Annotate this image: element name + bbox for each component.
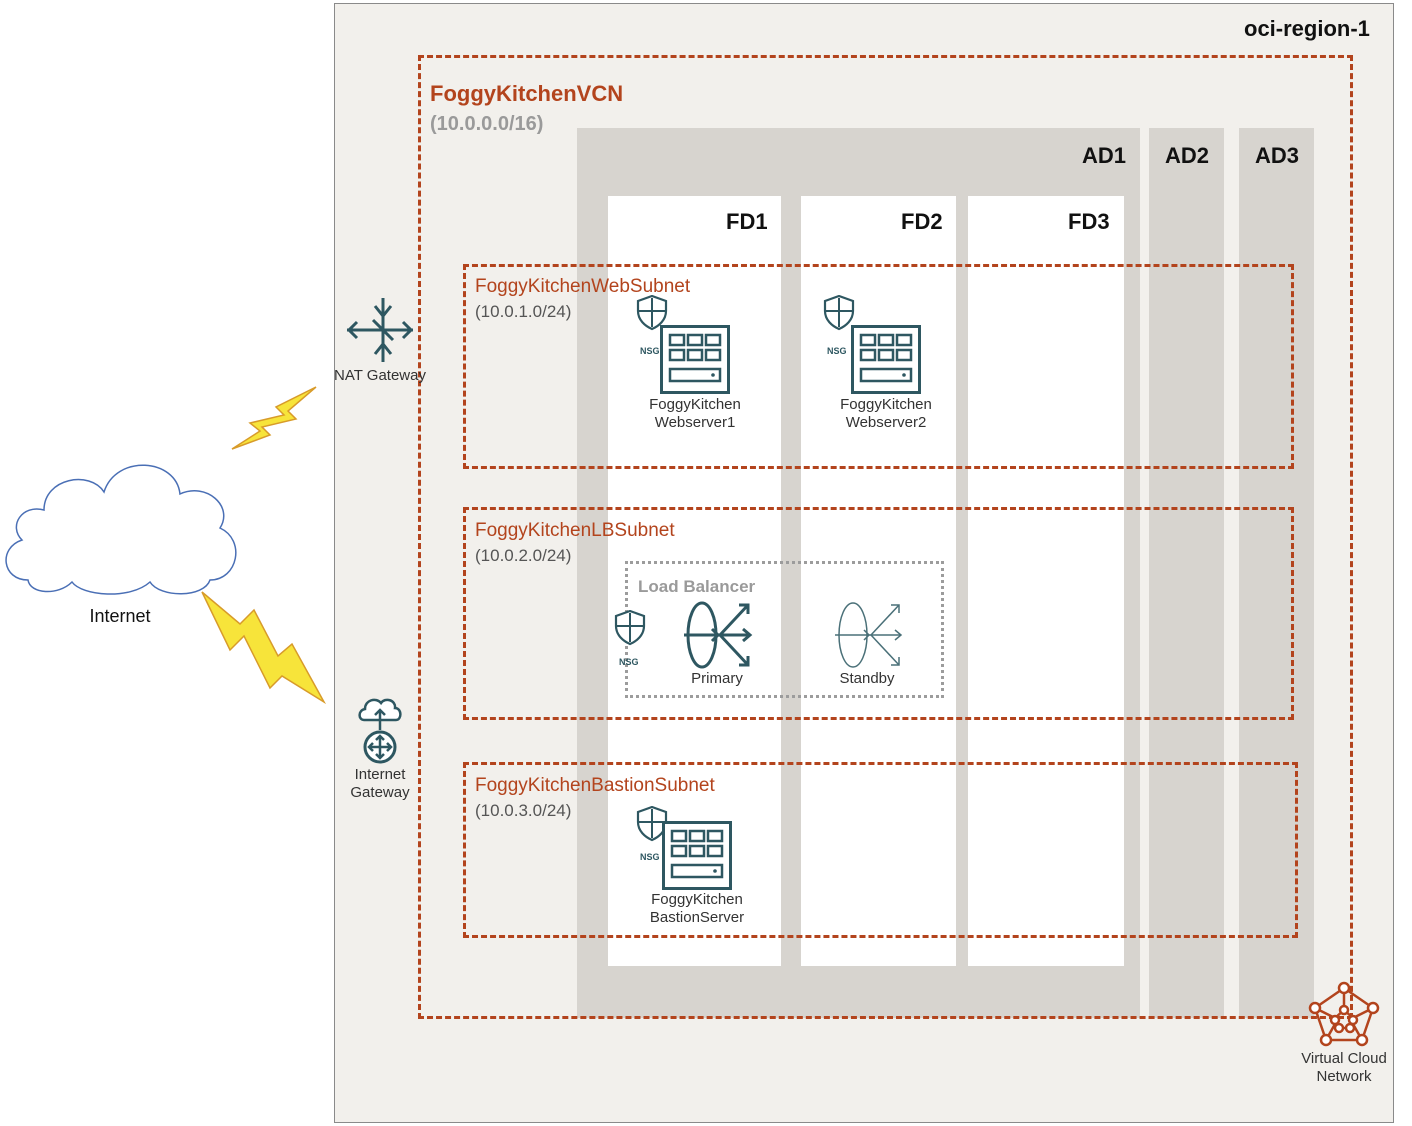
internet-gateway-label-line2: Gateway	[350, 784, 410, 801]
vcn-boundary	[418, 55, 1353, 1019]
server-icon[interactable]	[851, 325, 921, 395]
bastion-label-line2: BastionServer	[649, 909, 745, 926]
internet-gateway-icon[interactable]	[356, 694, 404, 766]
webserver2-label-line2: Webserver2	[845, 414, 927, 431]
load-balancer-standby-icon[interactable]	[833, 601, 903, 669]
bastion-subnet-title: FoggyKitchenBastionSubnet	[475, 775, 715, 796]
fault-domain-3	[968, 196, 1124, 966]
bastion-subnet-cidr: (10.0.3.0/24)	[475, 801, 572, 820]
web-subnet-title: FoggyKitchenWebSubnet	[475, 276, 691, 297]
fd-label-1: FD1	[726, 209, 768, 234]
vcn-title: FoggyKitchenVCN	[430, 81, 624, 106]
fd-label-2: FD2	[901, 209, 943, 234]
internet-gateway-label: Internet Gateway	[320, 766, 440, 802]
webserver1-label[interactable]: FoggyKitchen Webserver1	[620, 396, 770, 432]
availability-domain-2	[1149, 128, 1224, 1018]
ad-label-3: AD3	[1255, 143, 1300, 168]
region-label: oci-region-1	[1244, 16, 1370, 41]
lb-subnet-title: FoggyKitchenLBSubnet	[475, 520, 675, 541]
vcn-icon-label: Virtual Cloud Network	[1284, 1050, 1404, 1086]
bastion-subnet	[463, 762, 1298, 938]
webserver1-label-line2: Webserver1	[654, 414, 736, 431]
bastion-server-label[interactable]: FoggyKitchen BastionServer	[622, 891, 772, 927]
nat-gateway-label: NAT Gateway	[334, 367, 426, 384]
lb-subnet-cidr: (10.0.2.0/24)	[475, 546, 572, 565]
nsg-label: NSG	[827, 346, 847, 356]
cloud-icon[interactable]	[0, 448, 245, 600]
lb-standby-label: Standby	[839, 670, 895, 687]
load-balancer-primary-icon[interactable]	[682, 601, 754, 669]
nsg-label: NSG	[640, 852, 660, 862]
lb-subnet	[463, 507, 1294, 720]
lb-primary-label: Primary	[691, 670, 743, 687]
nat-gateway-icon[interactable]	[345, 296, 415, 364]
lightning-bolt-icon	[231, 386, 317, 450]
load-balancer-title: Load Balancer	[638, 577, 756, 596]
virtual-cloud-network-icon[interactable]	[1307, 980, 1381, 1050]
web-subnet	[463, 264, 1294, 469]
webserver2-label[interactable]: FoggyKitchen Webserver2	[811, 396, 961, 432]
bastion-label-line1: FoggyKitchen	[651, 891, 743, 908]
server-icon[interactable]	[662, 821, 732, 891]
web-subnet-cidr: (10.0.1.0/24)	[475, 302, 572, 321]
vcn-cidr: (10.0.0.0/16)	[430, 113, 544, 135]
webserver2-label-line1: FoggyKitchen	[840, 396, 932, 413]
nsg-shield-icon	[614, 610, 646, 646]
ad-label-2: AD2	[1165, 143, 1210, 168]
fault-domain-2	[801, 196, 956, 966]
server-icon[interactable]	[660, 325, 730, 395]
vcn-icon-label-line2: Network	[1316, 1068, 1372, 1085]
ad-label-1: AD1	[1082, 143, 1127, 168]
internet-gateway-label-line1: Internet	[354, 766, 406, 783]
vcn-icon-label-line1: Virtual Cloud	[1301, 1050, 1387, 1067]
nsg-label: NSG	[640, 346, 660, 356]
fd-label-3: FD3	[1068, 209, 1110, 234]
nsg-label: NSG	[619, 657, 639, 667]
lightning-bolt-icon	[201, 591, 327, 705]
webserver1-label-line1: FoggyKitchen	[649, 396, 741, 413]
internet-label: Internet	[89, 606, 151, 626]
availability-domain-3	[1239, 128, 1314, 1018]
